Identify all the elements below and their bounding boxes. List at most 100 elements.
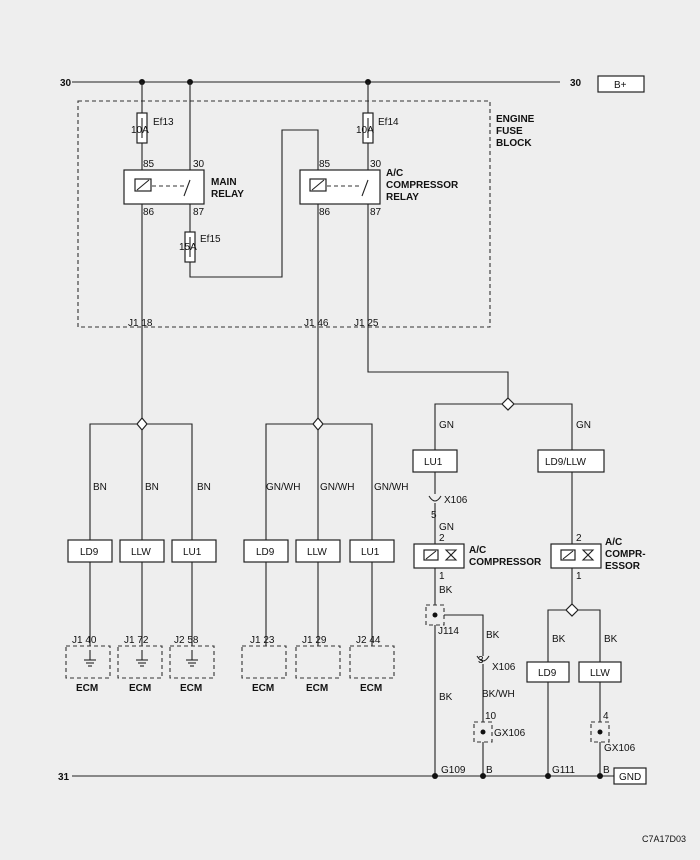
ground-pin-left: 31 (58, 772, 70, 783)
b-plus-label: B+ (614, 80, 627, 91)
variant-label: LU1 (183, 547, 202, 558)
compressor-clutch-icon (425, 550, 437, 560)
compressor-clutch-icon (562, 550, 574, 560)
variant-label: LD9 (538, 668, 557, 679)
wire-color-label: BK (552, 634, 566, 645)
connector-pin: 2 (576, 533, 582, 544)
connector-pin: 4 (603, 711, 609, 722)
variant-box (537, 449, 605, 473)
engine-fuse-block-outline (77, 100, 491, 328)
gnd-label: GND (619, 772, 641, 783)
wire-color-label: GN (576, 420, 591, 431)
ac-relay-label: A/C (386, 168, 403, 179)
splice-dot (480, 729, 486, 735)
ecm-label: ECM (360, 683, 382, 694)
gx106-splice (473, 721, 493, 743)
wire-color-label: BN (93, 482, 107, 493)
connector-icon (428, 495, 442, 502)
ecm-label: ECM (180, 683, 202, 694)
connector-pin: 10 (485, 711, 497, 722)
ground-icon (186, 650, 198, 667)
ac-compressor-box (413, 543, 465, 569)
variant-label: LU1 (361, 547, 380, 558)
variant-box (171, 539, 217, 563)
figure-code: C7A17D03 (642, 834, 686, 844)
ecm-box (295, 645, 341, 679)
variant-label: LD9/LLW (545, 457, 587, 468)
wire-color-label: BK (439, 585, 453, 596)
wire (323, 423, 373, 540)
main-relay-pin86: 86 (143, 207, 155, 218)
ac-compressor-label: A/C (469, 545, 486, 556)
ground-point-label: B (603, 765, 610, 776)
ground-junction-dot (545, 773, 551, 779)
ac-compressor-label: COMPRESSOR (469, 557, 542, 568)
j1-pin25: J1 25 (354, 318, 379, 329)
ecm-label: ECM (76, 683, 98, 694)
wire (265, 423, 313, 540)
ac-relay-label: RELAY (386, 192, 419, 203)
variant-label: LLW (131, 547, 151, 558)
gx106-label: GX106 (494, 728, 526, 739)
ground-point-label: G109 (441, 765, 466, 776)
wire-color-label: GN/WH (320, 482, 354, 493)
diode-icon (444, 549, 458, 561)
ground-junction-dot (597, 773, 603, 779)
ground-point-label: B (486, 765, 493, 776)
diode-icon (581, 549, 595, 561)
wire-color-label: BN (197, 482, 211, 493)
fuse-ef13-name: Ef13 (153, 117, 174, 128)
wire-color-label: BK (604, 634, 618, 645)
power-pin-left: 30 (60, 78, 72, 89)
ecm-box (65, 645, 111, 679)
splice-diamond-icon (312, 417, 324, 431)
power-pin-right: 30 (570, 78, 582, 89)
main-relay-label: RELAY (211, 189, 244, 200)
fuse-block-label: ENGINE (496, 114, 535, 125)
ac-relay-pin85: 85 (319, 159, 331, 170)
splice-diamond-icon (501, 397, 515, 411)
ac-relay-label: COMPRESSOR (386, 180, 459, 191)
relay-coil-icon (136, 179, 150, 191)
fuse-ef14-name: Ef14 (378, 117, 399, 128)
wire-color-label: BK/WH (482, 689, 515, 700)
connector-pin: 3 (478, 655, 484, 666)
ecm-connector-pin: J1 40 (72, 635, 97, 646)
ground-junction-dot (480, 773, 486, 779)
relay-switch-icon (183, 179, 191, 197)
splice-dot (432, 612, 438, 618)
b-plus-box (597, 75, 645, 93)
ecm-box (117, 645, 163, 679)
fuse-ef15-name: Ef15 (200, 234, 221, 245)
ecm-label: ECM (129, 683, 151, 694)
wire-color-label: BK (486, 630, 500, 641)
wire (547, 609, 566, 662)
wire (578, 609, 601, 662)
ecm-connector-pin: J2 58 (174, 635, 199, 646)
j1-pin18: J1 18 (128, 318, 153, 329)
ac-relay-pin87: 87 (370, 207, 382, 218)
fuse-ef14-rating: 10A (356, 125, 374, 136)
ground-junction-dot (432, 773, 438, 779)
gnd-box (613, 767, 647, 785)
connector-x106-label: X106 (492, 662, 516, 673)
connector-pin: 1 (576, 571, 582, 582)
ac-compressor-label: COMPR- (605, 549, 646, 560)
main-relay-label: MAIN (211, 177, 237, 188)
fuse-block-label: BLOCK (496, 138, 532, 149)
ecm-label: ECM (306, 683, 328, 694)
ecm-box (241, 645, 287, 679)
ecm-connector-pin: J1 72 (124, 635, 149, 646)
gx106-label: GX106 (604, 743, 636, 754)
wire (434, 403, 502, 450)
gx106-splice (590, 721, 610, 743)
main-relay-pin85: 85 (143, 159, 155, 170)
relay-coil-icon (311, 179, 325, 191)
splice-diamond-icon (565, 603, 579, 617)
variant-label: LD9 (80, 547, 99, 558)
connector-pin: 2 (439, 533, 445, 544)
main-relay-pin30: 30 (193, 159, 205, 170)
splice-dot (597, 729, 603, 735)
